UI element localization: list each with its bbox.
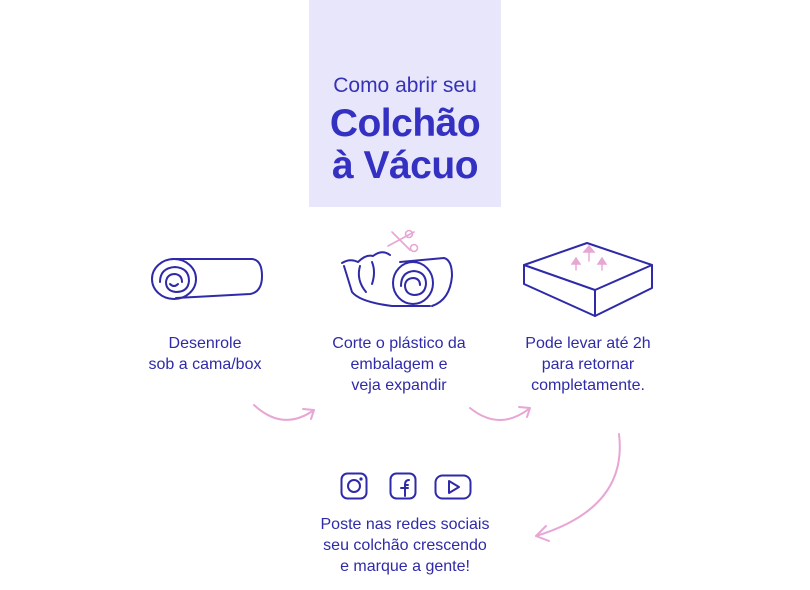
step-1-text: Desenrole sob a cama/box — [148, 335, 262, 373]
up-arrows-icon — [570, 244, 608, 271]
arrow-step1-to-step2 — [253, 404, 315, 421]
instagram-icon[interactable] — [340, 472, 368, 500]
title-subtitle: Como abrir seu — [333, 74, 477, 97]
facebook-icon[interactable] — [389, 472, 417, 500]
youtube-icon[interactable] — [434, 474, 472, 500]
arrow-step1-to-step2-head — [302, 408, 315, 420]
title-main-line2: à Vácuo — [331, 144, 479, 187]
arrow-step2-to-step3-head — [518, 406, 531, 418]
arrow-step3-to-step4-head — [535, 525, 550, 542]
rolled-mattress-icon — [151, 258, 263, 300]
expanding-mattress-icon — [523, 242, 653, 317]
cut-plastic-scissors-icon — [341, 251, 453, 307]
title-box — [309, 0, 501, 207]
scissors-icon — [387, 229, 419, 253]
step-4-text: Poste nas redes sociais seu colchão cres… — [320, 516, 490, 575]
arrow-step3-to-step4 — [535, 433, 621, 537]
step-2-text: Corte o plástico da embalagem e veja exp… — [332, 335, 466, 394]
arrow-step2-to-step3 — [469, 407, 531, 421]
step-3-text: Pode levar até 2h para retornar completa… — [525, 335, 651, 394]
title-main-line1: Colchão — [329, 102, 481, 145]
